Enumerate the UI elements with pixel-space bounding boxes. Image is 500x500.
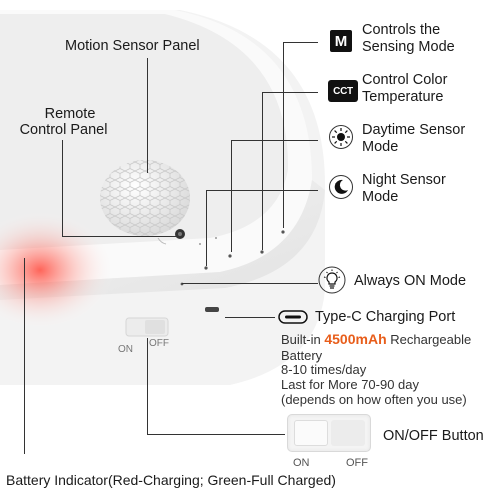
battery-indicator-label: Battery Indicator(Red-Charging; Green-Fu… xyxy=(6,472,336,488)
mode-line1: Controls the xyxy=(362,22,441,38)
usb-c-port xyxy=(205,307,219,312)
night-line1: Night Sensor xyxy=(362,172,446,188)
moon-icon xyxy=(328,174,354,200)
mode-dot xyxy=(204,266,208,270)
on-off-switch[interactable] xyxy=(287,414,371,452)
device-rim xyxy=(0,180,325,300)
device-inner-recess xyxy=(0,14,289,250)
battery-line3: 8-10 times/day xyxy=(281,362,367,377)
remote-pointer-horizontal xyxy=(62,236,177,237)
battery-line5: (depends on how often you use) xyxy=(281,392,467,407)
bulb-icon xyxy=(318,266,346,294)
sensing-mode-icon: M xyxy=(330,30,352,52)
switch-off-label: OFF xyxy=(346,457,368,469)
motion-sensor-panel-label: Motion Sensor Panel xyxy=(65,38,200,54)
on-off-button-label: ON/OFF Button xyxy=(383,428,484,444)
cct-icon: CCT xyxy=(328,80,358,102)
battery-line2: Battery xyxy=(281,348,323,363)
mode-line2: Sensing Mode xyxy=(362,39,455,55)
battery-capacity-line: Built-in 4500mAh Rechargeable xyxy=(281,331,472,348)
remote-pointer-vertical xyxy=(62,140,63,236)
daytime-line1: Daytime Sensor xyxy=(362,122,466,138)
cct-line2: Temperature xyxy=(362,89,444,105)
night-line2: Mode xyxy=(362,189,399,205)
switch-on-label: ON xyxy=(293,457,310,469)
cct-line1: Control Color xyxy=(362,72,448,88)
remote-label-line2: Control Panel xyxy=(19,122,108,138)
battery-line4: Last for More 70-90 day xyxy=(281,377,420,392)
device-off-label: OFF xyxy=(149,338,169,349)
motion-sensor-pattern xyxy=(100,160,190,236)
remote-label-line1: Remote xyxy=(44,106,96,122)
motion-sensor-pointer xyxy=(147,58,148,173)
device-on-label: ON xyxy=(118,344,133,355)
type-c-label: Type-C Charging Port xyxy=(315,309,456,325)
daytime-line2: Mode xyxy=(362,139,399,155)
switch-knob xyxy=(294,420,328,446)
sun-icon xyxy=(328,124,354,150)
usb-c-icon xyxy=(278,310,308,324)
battery-indicator-glow xyxy=(0,210,115,330)
always-on-label: Always ON Mode xyxy=(354,273,467,289)
